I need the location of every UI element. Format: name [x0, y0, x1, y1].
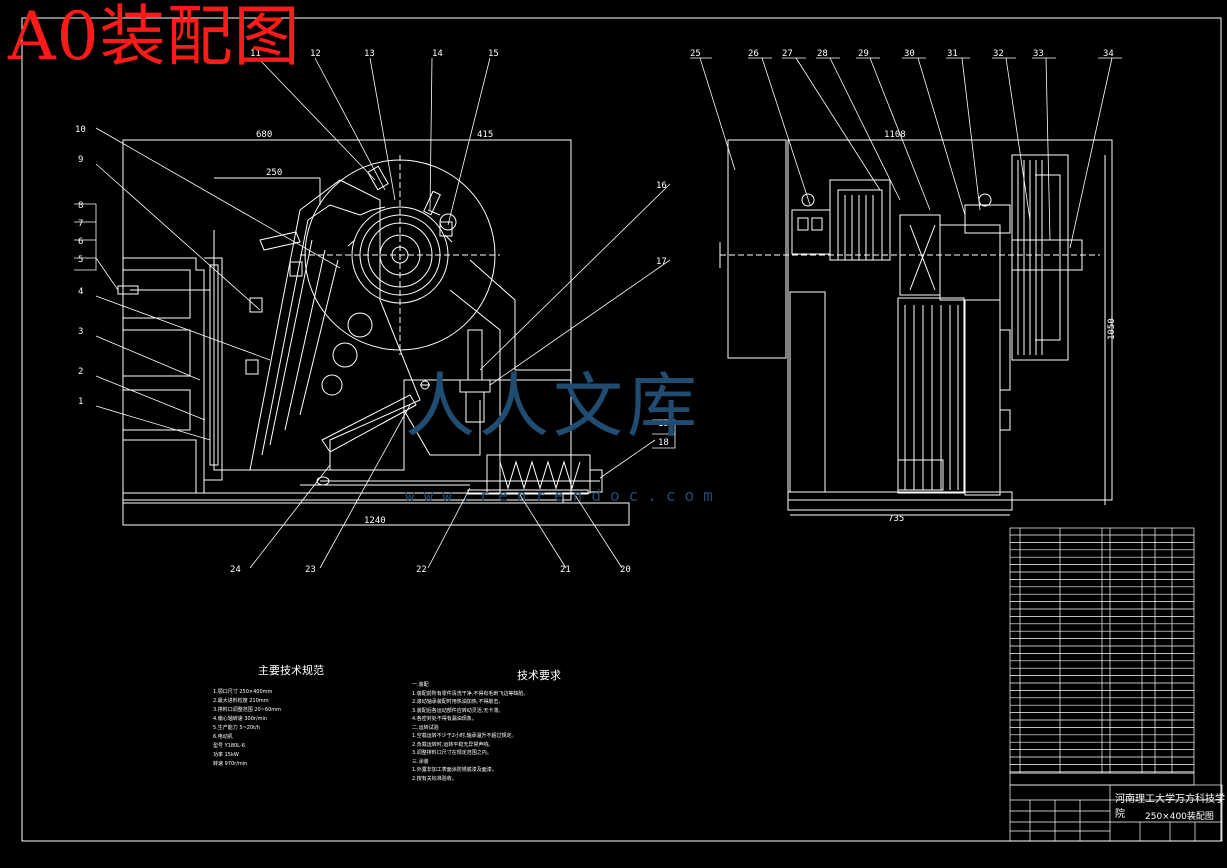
dim-1050: 1050 — [1107, 318, 1117, 340]
title-block-school: 河南理工大学万方科技学院 — [1115, 794, 1225, 820]
part-7: 7 — [78, 219, 83, 229]
watermark-url: www.renrendoc.com — [405, 486, 722, 505]
part-27: 27 — [782, 49, 793, 59]
part-9: 9 — [78, 155, 83, 165]
part-30: 30 — [904, 49, 915, 59]
requirement-row: 2.滚动轴承装配时用热油加热,不得敲击。 — [412, 699, 504, 705]
requirement-row: 1.装配前所有零件清洗干净,不得有毛刺飞边等缺陷。 — [412, 690, 529, 697]
part-8: 8 — [78, 201, 83, 211]
title-block-drawing-name: 250×400装配图 — [1145, 812, 1214, 822]
requirement-row: 1.空载运转不少于2小时,轴承温升不超过规定。 — [412, 733, 517, 739]
spec-title: 主要技术规范 — [258, 664, 324, 677]
left-leaders — [74, 57, 676, 569]
part-32: 32 — [993, 49, 1004, 59]
drawing-frame — [21, 17, 1222, 842]
requirement-row: 3.装配后各运动部件应转动灵活,无卡滞。 — [412, 707, 504, 714]
right-view — [719, 139, 1113, 516]
drawing-title: A0装配图 — [8, 0, 301, 75]
requirement-row: 2.按有关标准验收。 — [412, 775, 457, 782]
dim-1240: 1240 — [364, 516, 386, 526]
part-19: 19 — [658, 419, 669, 429]
part-23: 23 — [305, 565, 316, 575]
part-26: 26 — [748, 49, 759, 59]
dim-735: 735 — [888, 514, 904, 524]
part-25: 25 — [690, 49, 701, 59]
spec-row: 3.排料口调整范围 20~60mm — [213, 707, 282, 713]
dim-250: 250 — [266, 168, 282, 178]
requirement-row: 三.涂装 — [412, 758, 429, 765]
spec-list: 1.颚口尺寸 250×400mm 2.最大进料粒度 210mm 3.排料口调整范… — [213, 688, 281, 769]
dimension-labels: 680 415 250 1240 1108 735 1050 — [256, 130, 1117, 526]
part-15: 15 — [488, 49, 499, 59]
part-18: 18 — [658, 438, 669, 448]
part-20: 20 — [620, 565, 631, 575]
spec-row: 型号 Y180L-6 — [213, 743, 245, 749]
part-28: 28 — [817, 49, 828, 59]
part-33: 33 — [1033, 49, 1044, 59]
requirements-list: 一.装配 1.装配前所有零件清洗干净,不得有毛刺飞边等缺陷。 2.滚动轴承装配时… — [412, 681, 528, 783]
requirement-row: 3.调整排料口尺寸在规定范围之内。 — [412, 750, 492, 756]
left-view — [117, 139, 630, 526]
part-24: 24 — [230, 565, 241, 575]
part-3: 3 — [78, 327, 83, 337]
spec-row: 1.颚口尺寸 250×400mm — [213, 689, 273, 695]
part-22: 22 — [416, 565, 427, 575]
spec-row: 6.电动机 — [213, 734, 233, 740]
spec-row: 5.生产能力 5~20t/h — [213, 725, 260, 731]
part-29: 29 — [858, 49, 869, 59]
part-17: 17 — [656, 257, 667, 267]
requirement-row: 1.外露非加工表面涂防锈底漆及面漆。 — [412, 767, 497, 773]
requirement-row: 4.各密封处不得有漏油现象。 — [412, 716, 477, 722]
part-21: 21 — [560, 565, 571, 575]
part-1: 1 — [78, 397, 83, 407]
part-14: 14 — [432, 49, 443, 59]
part-34: 34 — [1103, 49, 1114, 59]
spec-row: 转速 970r/min — [213, 761, 248, 767]
part-12: 12 — [310, 49, 321, 59]
dim-680: 680 — [256, 130, 272, 140]
part-10: 10 — [75, 125, 86, 135]
part-numbers: 1 2 3 4 5 6 7 8 9 10 11 12 13 14 15 16 1… — [75, 49, 1114, 575]
right-leaders — [690, 57, 1122, 249]
part-5: 5 — [78, 255, 83, 265]
dim-1108: 1108 — [884, 130, 906, 140]
spec-row: 功率 15kW — [213, 752, 239, 758]
part-2: 2 — [78, 367, 83, 377]
requirement-row: 一.装配 — [412, 682, 429, 688]
part-6: 6 — [78, 237, 83, 247]
requirement-row: 2.负载运转时,运转平稳无异常声响。 — [412, 741, 494, 748]
part-13: 13 — [364, 49, 375, 59]
requirements-title: 技术要求 — [517, 669, 561, 682]
dim-415: 415 — [477, 130, 493, 140]
part-4: 4 — [78, 287, 83, 297]
spec-row: 2.最大进料粒度 210mm — [213, 698, 269, 704]
parts-list-table — [1009, 527, 1223, 842]
part-11: 11 — [250, 49, 261, 59]
spec-row: 4.偏心轴转速 300r/min — [213, 716, 268, 722]
part-31: 31 — [947, 49, 958, 59]
watermark-text: 人人文库 — [405, 365, 701, 447]
part-16: 16 — [656, 181, 667, 191]
requirement-row: 二.运转试验 — [412, 724, 439, 731]
